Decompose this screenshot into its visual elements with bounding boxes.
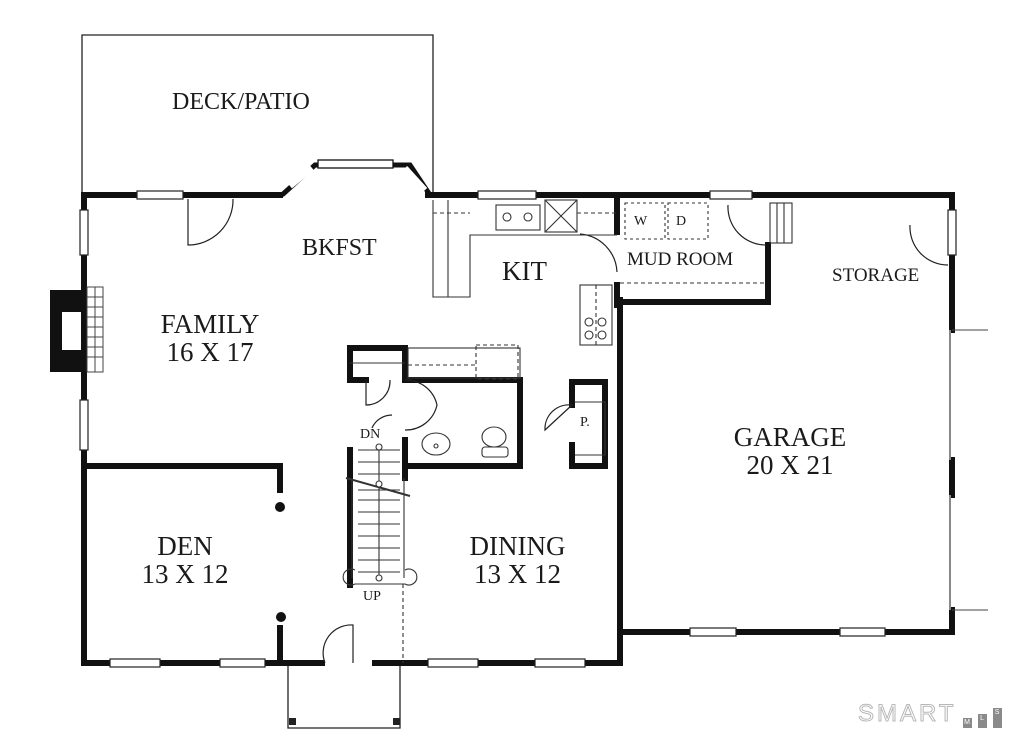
room-size-den: 13 X 12: [141, 559, 229, 590]
room-label-storage: STORAGE: [832, 265, 920, 286]
watermark-badge-m: M: [962, 718, 972, 728]
stairs-down-label: DN: [360, 427, 381, 442]
room-label-kit: KIT: [502, 256, 547, 286]
dryer-label: D: [676, 214, 687, 229]
room-label-family: FAMILY: [160, 309, 260, 339]
watermark-badge-s: S: [992, 708, 1002, 728]
room-label-garage: GARAGE: [733, 422, 847, 452]
room-garage: GARAGE 20 X 21: [710, 423, 870, 480]
smart-mls-watermark: SMART M L S: [858, 700, 1002, 728]
room-family: FAMILY 16 X 17: [140, 310, 280, 367]
room-label-dining: DINING: [469, 531, 566, 561]
room-label-den: DEN: [157, 531, 213, 561]
washer-label: W: [634, 214, 648, 229]
deck-outline: [81, 34, 434, 195]
stairs-up-label: UP: [363, 589, 381, 604]
room-den: DEN 13 X 12: [115, 532, 255, 589]
room-label-pantry: P.: [580, 415, 590, 430]
room-label-mud-room: MUD ROOM: [627, 249, 734, 270]
room-label-deck: DECK/PATIO: [172, 89, 310, 115]
watermark-text: SMART: [858, 700, 957, 728]
room-size-garage: 20 X 21: [746, 450, 834, 481]
room-dining: DINING 13 X 12: [445, 532, 590, 589]
room-label-bkfst: BKFST: [302, 235, 377, 261]
room-size-family: 16 X 17: [166, 337, 254, 368]
room-size-dining: 13 X 12: [474, 559, 561, 590]
watermark-badge-l: L: [977, 714, 987, 728]
